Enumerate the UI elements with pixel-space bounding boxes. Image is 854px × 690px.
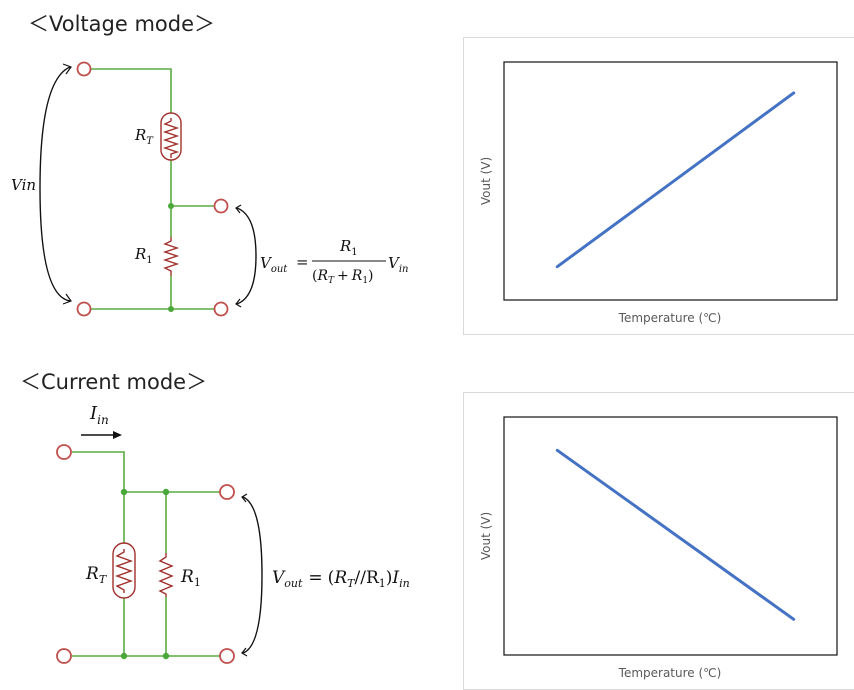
y-axis-label: Vout (V) — [479, 157, 493, 205]
thermistor-rt — [160, 112, 182, 161]
vout-brace-tip — [235, 204, 242, 308]
vin-label: Vin — [11, 176, 36, 194]
current-mode-chart: Temperature (℃) Vout (V) — [463, 392, 854, 690]
input-terminal-top — [56, 444, 72, 460]
chart-svg: Temperature (℃) Vout (V) — [479, 61, 838, 325]
current-direction-arrow — [81, 431, 122, 439]
vout-brace — [242, 496, 263, 654]
svg-text:(RT+R1): (RT+R1) — [312, 268, 374, 286]
y-axis-label: Vout (V) — [479, 512, 493, 560]
voltage-divider-formula: Vout = R1 (RT+R1) Vin — [260, 237, 408, 286]
junction-node — [162, 488, 170, 496]
voltage-mode-circuit: Vin RT R1 Vout = R1 (RT+R1) Vin — [11, 61, 408, 317]
iin-label: Iin — [89, 403, 109, 427]
r1-label: R1 — [134, 245, 153, 266]
output-terminal-top — [213, 198, 229, 214]
series-line — [555, 448, 796, 621]
x-axis-label: Temperature (℃) — [618, 311, 722, 325]
x-axis-label: Temperature (℃) — [618, 666, 722, 680]
input-terminal-top — [76, 61, 92, 77]
series-line — [555, 91, 796, 269]
resistor-r1 — [162, 237, 180, 276]
current-mode-heading: ＜Current mode＞ — [20, 370, 208, 394]
voltage-mode-chart: Temperature (℃) Vout (V) — [463, 37, 854, 335]
junction-node — [120, 652, 128, 660]
svg-text:Vout=(RT//R1)Iin: Vout=(RT//R1)Iin — [272, 568, 410, 590]
thermistor-rt — [112, 542, 136, 599]
input-terminal-bottom — [76, 301, 92, 317]
voltage-wires — [91, 68, 214, 310]
chart-svg: Temperature (℃) Vout (V) — [479, 416, 838, 680]
voltage-mode-heading: ＜Voltage mode＞ — [28, 12, 216, 36]
parallel-formula: Vout=(RT//R1)Iin — [272, 568, 410, 590]
circuit-diagrams: Vin RT R1 Vout = R1 (RT+R1) Vin — [11, 61, 410, 664]
rt-label: RT — [85, 564, 108, 586]
r1-label: R1 — [180, 567, 201, 589]
junction-node — [120, 488, 128, 496]
vin-brace-tip — [62, 63, 72, 305]
junction-node — [162, 652, 170, 660]
svg-text:R1: R1 — [339, 237, 358, 258]
input-terminal-bottom — [56, 648, 72, 664]
resistor-r1 — [158, 553, 174, 597]
plot-area — [503, 416, 838, 656]
rt-label: RT — [134, 126, 154, 147]
output-terminal-bottom — [219, 648, 235, 664]
vout-brace — [236, 207, 257, 305]
output-terminal-top — [219, 484, 235, 500]
current-wires — [72, 451, 220, 657]
svg-text:Vout: Vout — [260, 254, 288, 275]
junction-node — [168, 203, 174, 209]
current-mode-circuit: Iin RT R1 Vout=(RT//R1)Iin — [56, 403, 410, 664]
svg-text:Vin: Vin — [388, 254, 408, 275]
svg-text:=: = — [296, 253, 309, 271]
junction-node — [168, 306, 174, 312]
vout-brace-tip — [241, 493, 248, 657]
vin-brace — [39, 66, 71, 302]
output-terminal-bottom — [213, 301, 229, 317]
